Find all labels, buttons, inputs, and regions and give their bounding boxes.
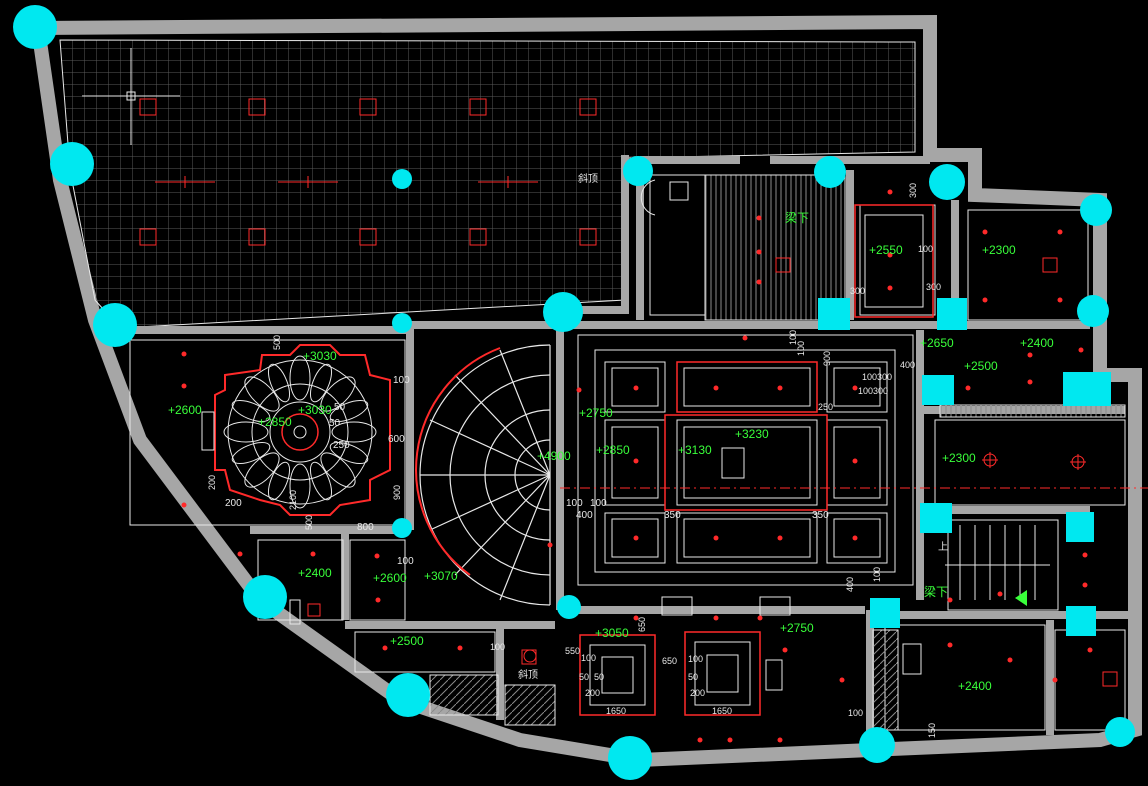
label-h2500-a: +2500 xyxy=(390,634,424,648)
dim-200-a: 200 xyxy=(225,498,242,509)
dim-50-d: 50 xyxy=(594,672,604,682)
coffered-ceiling xyxy=(577,334,914,586)
dim-200-b: 200 xyxy=(207,475,217,490)
dim-250-a: 250 xyxy=(333,440,350,451)
stair-arrow-icon xyxy=(1015,590,1027,606)
label-h3050: +3050 xyxy=(595,626,629,640)
dim-550: 550 xyxy=(565,646,580,656)
label-h4900: +4900 xyxy=(537,449,571,463)
dim-50-e: 50 xyxy=(688,672,698,682)
dim-650-b: 650 xyxy=(662,656,677,666)
dim-100-k: 100 xyxy=(490,642,505,652)
dim-400-b: 400 xyxy=(900,360,915,370)
label-h3070: +3070 xyxy=(424,569,458,583)
dim-100-l: 100 xyxy=(872,567,882,582)
dim-500-b: 500 xyxy=(304,515,314,530)
vent-strip-right xyxy=(939,404,1126,418)
label-h2850: +2850 xyxy=(258,415,292,429)
dim-50-c: 50 xyxy=(579,672,589,682)
dim-1650-a: 1650 xyxy=(606,706,626,716)
fixtures-white xyxy=(201,179,922,691)
dim-50-b: 50 xyxy=(329,418,341,429)
dim-400-c: 400 xyxy=(845,577,855,592)
dim-1003: 100300 xyxy=(862,372,892,382)
label-h2300-a: +2300 xyxy=(982,243,1016,257)
dim-300-b: 300 xyxy=(926,282,941,292)
dim-100-j: 100 xyxy=(848,708,863,718)
label-h2750-b: +2750 xyxy=(780,621,814,635)
fan-ceiling xyxy=(415,344,551,606)
dim-300-a: 300 xyxy=(850,286,865,296)
dim-100-g: 100 xyxy=(918,244,933,254)
label-h3230: +3230 xyxy=(735,427,769,441)
label-h2850-b: +2850 xyxy=(596,443,630,457)
dim-100-e: 100 xyxy=(788,330,798,345)
label-slope-1: 斜顶 xyxy=(578,172,598,185)
dim-100-f: 100 xyxy=(796,341,806,356)
dim-100-i: 100 xyxy=(688,654,703,664)
label-h3130: +3130 xyxy=(678,443,712,457)
dim-900-b: 900 xyxy=(822,351,832,366)
dim-400-a: 400 xyxy=(576,510,593,521)
dim-350-b: 350 xyxy=(812,510,829,521)
label-up: 上 xyxy=(938,541,948,553)
label-h2500-b: +2500 xyxy=(964,359,998,373)
slat-ceiling xyxy=(704,174,846,321)
label-beam-2: 梁下 xyxy=(924,584,948,599)
dim-100-h: 100 xyxy=(581,653,596,663)
labels: 斜顶 斜顶 梁下 梁下 上 +3030 +3030 +2850 +2600 +2… xyxy=(168,172,1054,693)
label-h2600-b: +2600 xyxy=(373,571,407,585)
label-h2400-c: +2400 xyxy=(958,679,992,693)
dim-650-a: 650 xyxy=(637,617,647,632)
label-h2400-b: +2400 xyxy=(1020,336,1054,350)
light-fixtures xyxy=(139,98,1118,687)
downlights xyxy=(181,189,1093,743)
label-h2600-a: +2600 xyxy=(168,403,202,417)
dim-200-d: 200 xyxy=(690,688,705,698)
hatch-area-left xyxy=(429,674,499,716)
label-beam-1: 梁下 xyxy=(785,210,809,225)
dim-10030: 100300 xyxy=(858,386,888,396)
dim-100-a: 100 xyxy=(393,375,410,386)
dim-100-b: 100 xyxy=(397,556,414,567)
dim-150: 150 xyxy=(927,723,937,738)
label-h2400-a: +2400 xyxy=(298,566,332,580)
hatch-area-right xyxy=(504,684,556,726)
dim-100-d: 100 xyxy=(590,498,607,509)
dim-800: 800 xyxy=(357,522,374,533)
dim-1650-b: 1650 xyxy=(712,706,732,716)
staircase xyxy=(945,519,1059,611)
label-h3030-b: +3030 xyxy=(298,403,332,417)
inner-walls xyxy=(120,155,1135,740)
ceiling-markers xyxy=(523,452,1086,663)
dim-50-a: 50 xyxy=(334,402,346,413)
label-h3030-a: +3030 xyxy=(303,349,337,363)
dim-2100: 2100 xyxy=(288,490,298,510)
dim-900-a: 900 xyxy=(392,485,402,500)
dim-300-c: 300 xyxy=(908,183,918,198)
vent-strip-bottom xyxy=(872,629,899,731)
label-h2550: +2550 xyxy=(869,243,903,257)
rose-ceiling xyxy=(214,344,391,516)
dim-350-a: 350 xyxy=(664,510,681,521)
label-h2300-b: +2300 xyxy=(942,451,976,465)
dim-200-c: 200 xyxy=(585,688,600,698)
dim-600: 600 xyxy=(388,434,405,445)
dim-500-a: 500 xyxy=(272,335,282,350)
coffer-squares xyxy=(579,204,934,716)
dim-250-b: 250 xyxy=(818,402,833,412)
columns xyxy=(13,5,1135,780)
dim-100-c: 100 xyxy=(566,498,583,509)
label-slope-2: 斜顶 xyxy=(518,668,538,681)
dimensions: 100 600 500 900 200 200 800 500 2100 50 … xyxy=(207,183,941,738)
label-h2650: +2650 xyxy=(920,336,954,350)
cursor-crosshair xyxy=(82,48,180,145)
label-h2750-a: +2750 xyxy=(579,406,613,420)
